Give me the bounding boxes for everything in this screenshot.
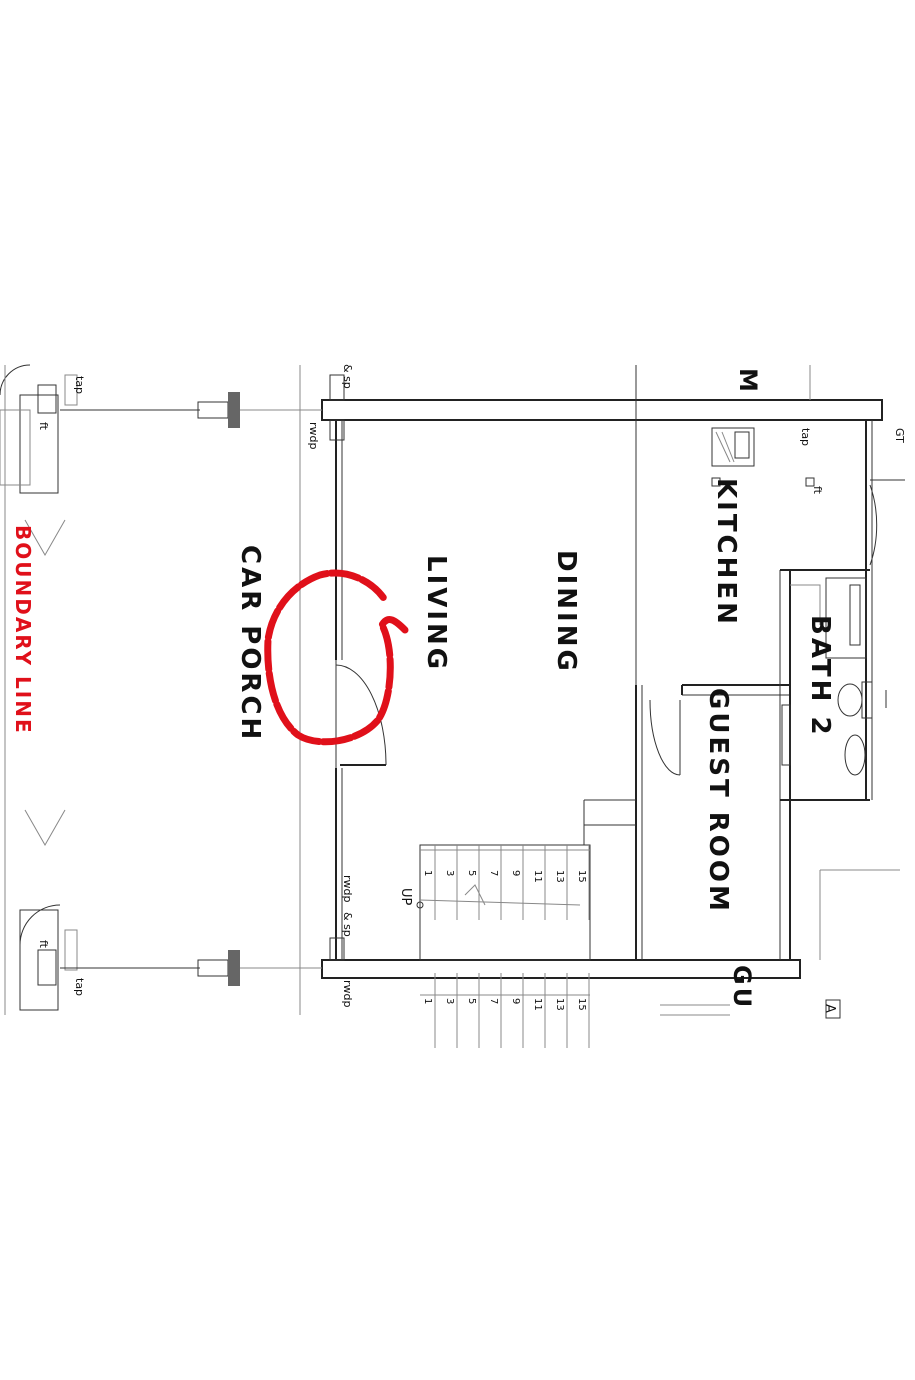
note-ft-bottom-left: ft — [37, 940, 50, 949]
entrance-door — [335, 660, 387, 768]
note-gt: GT — [893, 428, 906, 443]
lower-stair-step-15: 15 — [576, 998, 587, 1011]
floor-trap — [711, 477, 721, 487]
section-marker — [825, 999, 841, 1019]
room-label-kitchen: KITCHEN — [711, 478, 741, 627]
note-tap-top-left: tap — [73, 376, 86, 394]
stair-step-5: 5 — [466, 870, 477, 876]
room-label-bath2: BATH 2 — [805, 615, 835, 738]
stair-step-1: 1 — [422, 870, 433, 876]
room-label-partial-top: M — [734, 368, 762, 395]
room-label-partial-bottom: GU — [728, 965, 756, 1010]
lower-stair-step-9: 9 — [510, 998, 521, 1004]
stair-step-9: 9 — [510, 870, 521, 876]
note-rwdp-top: rwdp — [307, 422, 320, 450]
kitchen-sink — [711, 427, 755, 467]
staircase-main — [416, 799, 636, 961]
bath-fixtures — [781, 577, 887, 776]
staircase-lower — [420, 994, 730, 1016]
note-ft-kitchen: ft — [811, 486, 824, 495]
stair-step-3: 3 — [444, 870, 455, 876]
note-ft-top-left: ft — [37, 422, 50, 431]
note-rwdp-mid: rwdp — [341, 875, 354, 903]
left-boundary-structures — [0, 364, 95, 1011]
lower-stair-step-13: 13 — [554, 998, 565, 1011]
stair-step-13: 13 — [554, 870, 565, 883]
note-up: UP — [398, 888, 413, 906]
note-a-mark: A — [822, 1004, 837, 1013]
lower-stair-step-5: 5 — [466, 998, 477, 1004]
boundary-line-label: BOUNDARY LINE — [11, 525, 35, 735]
lower-stair-step-11: 11 — [532, 998, 543, 1011]
room-label-guest-room: GUEST ROOM — [703, 688, 733, 914]
room-label-dining: DINING — [551, 550, 581, 674]
top-party-wall — [95, 392, 883, 428]
room-label-car-porch: CAR PORCH — [235, 545, 265, 742]
floor-trap-2 — [805, 477, 815, 487]
lower-stair-step-3: 3 — [444, 998, 455, 1004]
stair-step-7: 7 — [488, 870, 499, 876]
stair-step-11: 11 — [532, 870, 543, 883]
basin-icon — [844, 734, 866, 776]
stair-step-15: 15 — [576, 870, 587, 883]
note-sp-top: & sp — [341, 364, 354, 389]
note-rwdp-bottom: rwdp — [341, 980, 354, 1008]
note-tap-kitchen: tap — [799, 428, 812, 446]
front-wall — [299, 365, 345, 1015]
note-rwdp-sp-mid: & sp — [341, 912, 354, 937]
note-tap-bottom-left: tap — [73, 978, 86, 996]
annotation-circle — [264, 569, 409, 746]
room-label-living: LIVING — [421, 555, 451, 672]
lower-stair-step-1: 1 — [422, 998, 433, 1004]
lower-stair-step-7: 7 — [488, 998, 499, 1004]
